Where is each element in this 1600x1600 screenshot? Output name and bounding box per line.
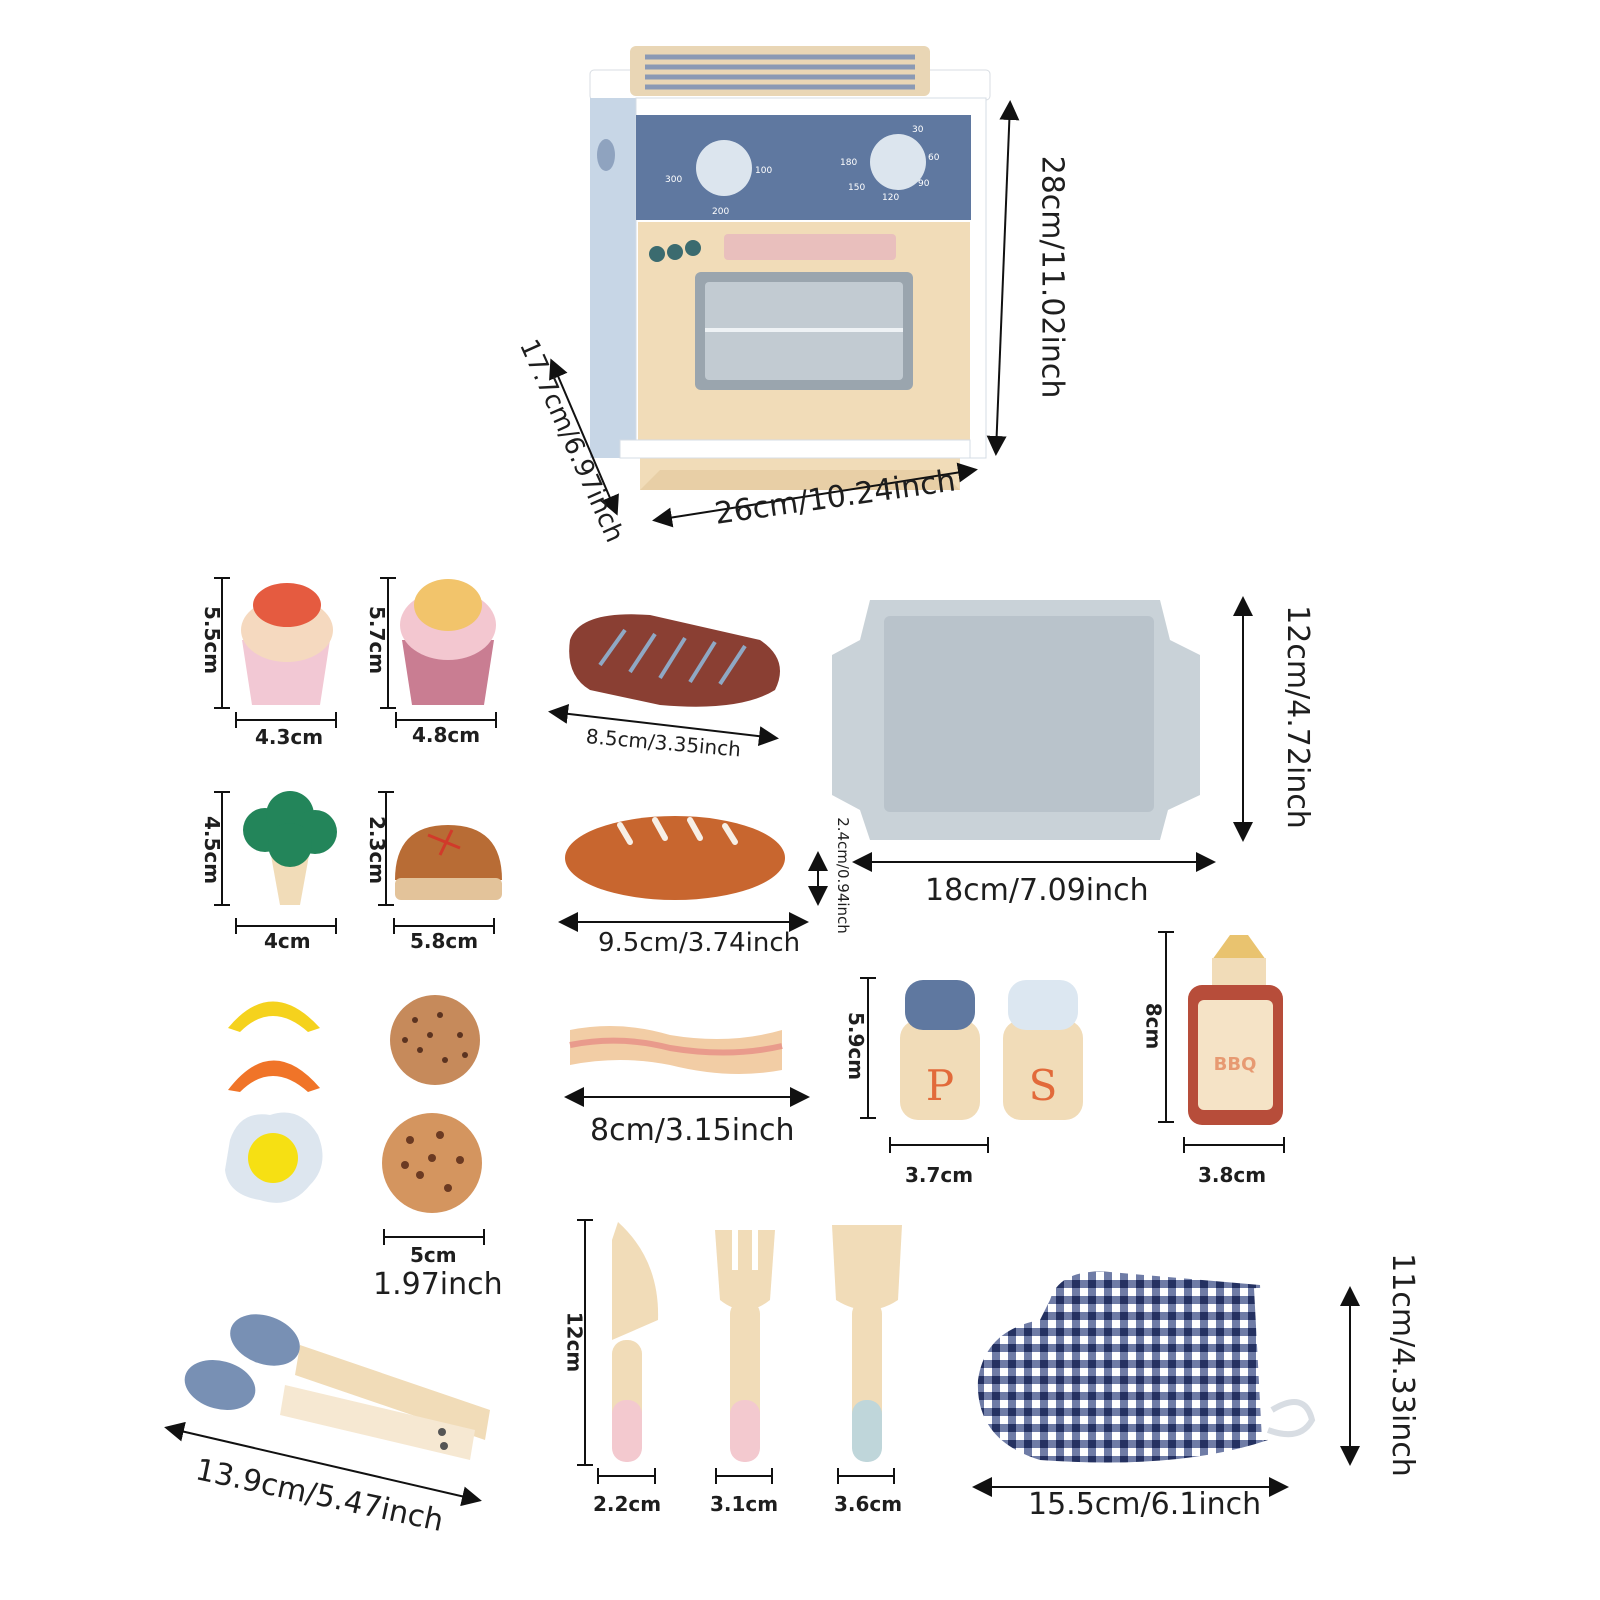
oven-dial-right-150: 150 bbox=[848, 183, 865, 193]
oven-height-arrow bbox=[986, 100, 1020, 456]
cupcake-dims bbox=[214, 577, 497, 728]
toy-oven bbox=[589, 46, 991, 490]
cupcake-1 bbox=[241, 583, 333, 705]
spatula-width-label: 3.6cm bbox=[834, 1492, 903, 1516]
oven-dial-left-300: 300 bbox=[665, 175, 682, 185]
bread bbox=[565, 816, 785, 900]
pepper-shaker bbox=[900, 980, 980, 1120]
oven-mitt bbox=[977, 1271, 1316, 1463]
carrot-slice bbox=[228, 1060, 320, 1092]
oven-dial-right-90: 90 bbox=[918, 179, 930, 189]
tray-depth-label: 2.4cm/0.94inch bbox=[833, 817, 852, 934]
bun-height-label: 2.3cm bbox=[365, 815, 390, 885]
shaker-height-label: 5.9cm bbox=[844, 1011, 869, 1081]
banana-slice bbox=[228, 1001, 320, 1032]
tongs-arrow bbox=[164, 1421, 482, 1507]
shaker-dims bbox=[860, 977, 989, 1153]
utensil-height-label: 12cm bbox=[562, 1311, 587, 1373]
oven-width-arrow bbox=[652, 462, 978, 528]
baking-tray bbox=[832, 600, 1200, 840]
cookie-width-label: 5cm bbox=[410, 1243, 457, 1267]
utensil-dims bbox=[577, 1219, 895, 1484]
mitt-height-label: 11cm/4.33inch bbox=[1384, 1253, 1420, 1477]
steak bbox=[569, 614, 780, 707]
salt-shaker bbox=[1003, 980, 1083, 1120]
oven-dial-left-100: 100 bbox=[755, 166, 772, 176]
cupcake2-width-label: 4.8cm bbox=[412, 723, 481, 747]
spatula bbox=[832, 1225, 902, 1462]
tray-height-label: 12cm/4.72inch bbox=[1279, 605, 1315, 829]
fried-egg bbox=[225, 1112, 323, 1203]
oven-height-label: 28cm/11.02inch bbox=[1034, 155, 1070, 399]
oven-dial-right-60: 60 bbox=[928, 153, 940, 163]
bacon bbox=[569, 1026, 783, 1074]
broccoli-width-label: 4cm bbox=[264, 929, 311, 953]
oven-dial-right-120: 120 bbox=[882, 193, 899, 203]
cookie-width-inch-label: 1.97inch bbox=[373, 1267, 503, 1302]
oven-dial-left-200: 200 bbox=[712, 207, 729, 217]
steak-arrow bbox=[548, 703, 779, 747]
bbq-dims bbox=[1158, 931, 1285, 1153]
bun bbox=[395, 825, 502, 900]
shaker-width-label: 3.7cm bbox=[905, 1163, 974, 1187]
bun-width-label: 5.8cm bbox=[410, 929, 479, 953]
tray-width-label: 18cm/7.09inch bbox=[925, 873, 1149, 908]
bbq-height-label: 8cm bbox=[1141, 1002, 1166, 1050]
mitt-width-label: 15.5cm/6.1inch bbox=[1028, 1487, 1262, 1522]
fork bbox=[715, 1230, 775, 1462]
cookie-flower bbox=[390, 995, 480, 1085]
knife bbox=[612, 1222, 659, 1462]
bread-length-label: 9.5cm/3.74inch bbox=[598, 928, 801, 958]
cupcake2-height-label: 5.7cm bbox=[365, 605, 390, 675]
knife-width-label: 2.2cm bbox=[593, 1492, 662, 1516]
broccoli bbox=[243, 791, 337, 905]
fork-width-label: 3.1cm bbox=[710, 1492, 779, 1516]
cupcake1-width-label: 4.3cm bbox=[255, 725, 324, 749]
broccoli-height-label: 4.5cm bbox=[200, 815, 225, 885]
bacon-length-label: 8cm/3.15inch bbox=[590, 1113, 795, 1148]
cupcake1-height-label: 5.5cm bbox=[200, 605, 225, 675]
cupcake-2 bbox=[400, 579, 496, 705]
salt-letter: S bbox=[1029, 1061, 1058, 1110]
pepper-letter: P bbox=[926, 1061, 954, 1110]
bbq-bottle bbox=[1188, 935, 1283, 1125]
oven-dial-right-180: 180 bbox=[840, 158, 857, 168]
oven-depth-arrow bbox=[549, 358, 619, 516]
bbq-text: BBQ bbox=[1214, 1054, 1257, 1075]
bbq-width-label: 3.8cm bbox=[1198, 1163, 1267, 1187]
cookie-round bbox=[382, 1113, 482, 1213]
cookie-dim bbox=[383, 1229, 485, 1245]
broccoli-bun-dims bbox=[214, 791, 495, 934]
tongs bbox=[184, 1314, 490, 1460]
oven-dial-right-30: 30 bbox=[912, 125, 924, 135]
